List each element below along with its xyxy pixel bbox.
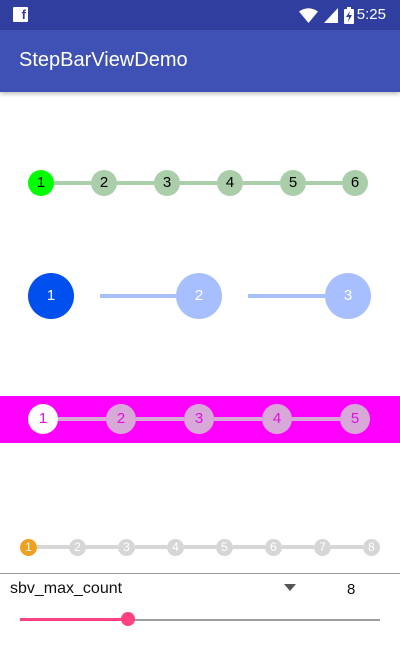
- dropdown-arrow-icon[interactable]: [284, 584, 296, 591]
- stepbar3-step[interactable]: 1: [28, 404, 58, 434]
- stepbar3-step[interactable]: 5: [340, 404, 370, 434]
- stepbar4-connector: [37, 545, 69, 549]
- stepbar1-connector: [243, 181, 280, 185]
- system-icons: [299, 5, 354, 25]
- stepbar4-connector: [233, 545, 265, 549]
- stepbar1-step[interactable]: 4: [217, 170, 243, 196]
- stepbar4-connector: [135, 545, 167, 549]
- stepbar4-connector: [86, 545, 118, 549]
- app-title: StepBarViewDemo: [19, 49, 188, 71]
- status-bar: f 5:25: [0, 0, 400, 30]
- stepbar1-connector: [306, 181, 342, 185]
- stepbar4-step[interactable]: 5: [216, 538, 233, 556]
- stepbar2-connector: [100, 294, 176, 298]
- app-bar: StepBarViewDemo: [0, 30, 400, 92]
- stepbar1-step[interactable]: 5: [280, 170, 306, 196]
- stepbar4-step[interactable]: 6: [265, 538, 282, 556]
- facebook-notification-icon: f: [13, 7, 28, 22]
- stepbar1-step[interactable]: 6: [342, 170, 368, 196]
- cell-signal-icon: [324, 7, 338, 23]
- stepbar4-step[interactable]: 4: [167, 538, 184, 556]
- slider-fill: [20, 618, 128, 621]
- stepbar4-step[interactable]: 7: [314, 538, 331, 556]
- stepbar3-connector: [136, 417, 184, 421]
- stepbar3-step[interactable]: 4: [262, 404, 292, 434]
- slider-track[interactable]: [20, 619, 380, 621]
- stepbar4-connector: [282, 545, 314, 549]
- stepbar4-connector: [331, 545, 363, 549]
- stepbar4-connector: [184, 545, 216, 549]
- stepbar1-connector: [117, 181, 154, 185]
- stepbar2-step[interactable]: 2: [176, 273, 222, 319]
- stepbar4-step[interactable]: 2: [69, 538, 86, 556]
- stepbar1-connector: [54, 181, 91, 185]
- attribute-controls: sbv_max_count 8: [0, 573, 400, 656]
- slider-thumb[interactable]: [121, 612, 135, 626]
- stepbar3-connector: [58, 417, 106, 421]
- wifi-icon: [299, 7, 318, 23]
- stepbar4-step[interactable]: 8: [363, 538, 380, 556]
- stepbar1-step[interactable]: 3: [154, 170, 180, 196]
- stepbar4-step[interactable]: 1: [20, 538, 37, 556]
- battery-charging-icon: [344, 6, 354, 24]
- stepbar4-step[interactable]: 3: [118, 538, 135, 556]
- stepbar3-step[interactable]: 3: [184, 404, 214, 434]
- stepbar1-connector: [180, 181, 217, 185]
- stepbar1-step[interactable]: 2: [91, 170, 117, 196]
- stepbar1-step[interactable]: 1: [28, 170, 54, 196]
- stepbar2-connector: [248, 294, 325, 298]
- stepbar3-connector: [214, 417, 262, 421]
- attribute-select[interactable]: sbv_max_count: [10, 580, 123, 597]
- stepbar3-step[interactable]: 2: [106, 404, 136, 434]
- stepbar2-step[interactable]: 1: [28, 273, 74, 319]
- stepbar2-step[interactable]: 3: [325, 273, 371, 319]
- attribute-value: 8: [347, 581, 356, 598]
- status-time: 5:25: [356, 6, 386, 23]
- stepbar3-connector: [292, 417, 340, 421]
